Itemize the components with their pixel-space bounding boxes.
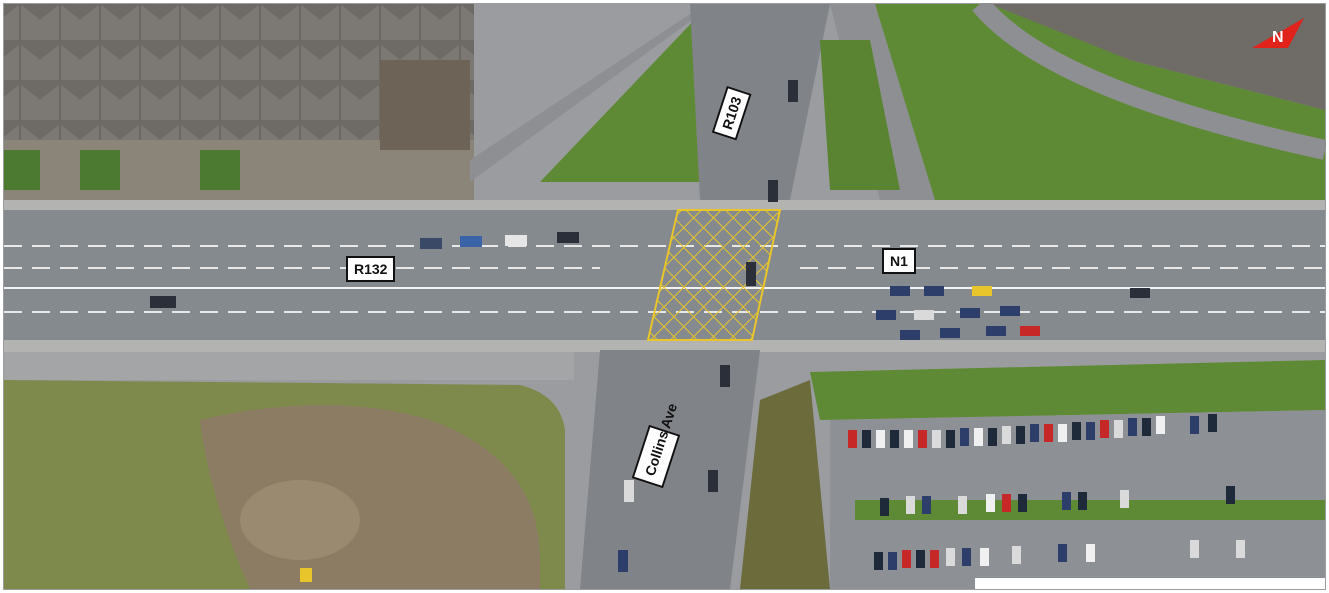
road-vehicles — [150, 80, 1150, 582]
grass-verge — [810, 360, 1325, 420]
road-r103 — [690, 4, 830, 200]
housing-top-right — [990, 4, 1325, 110]
car-park — [830, 410, 1325, 589]
north-arrow-icon: N — [1252, 18, 1304, 48]
road-label-r132: R132 — [346, 256, 396, 282]
parked-cars — [848, 414, 1245, 570]
green-triangle — [540, 14, 720, 182]
road-collins-ave — [580, 350, 760, 589]
park-top-right — [875, 4, 1325, 200]
road-label-n1: N1 — [882, 248, 916, 274]
north-arrow-letter: N — [1272, 29, 1284, 46]
